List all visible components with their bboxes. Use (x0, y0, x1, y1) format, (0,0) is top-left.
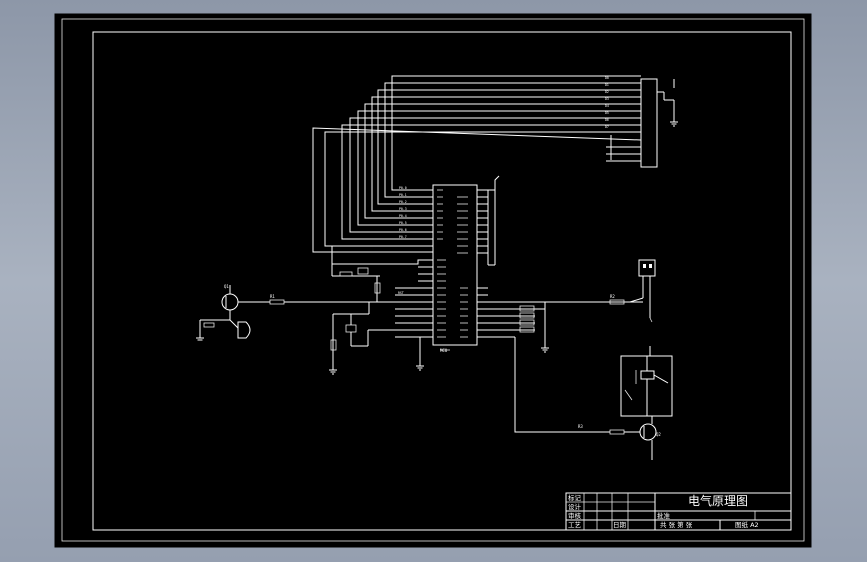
svg-text:Q1: Q1 (224, 284, 229, 289)
sheet-inner-border (92, 31, 792, 531)
resistor-network-right (519, 302, 549, 353)
svg-text:P0.4: P0.4 (399, 214, 407, 218)
svg-text:P0.1: P0.1 (399, 193, 407, 197)
svg-text:D2: D2 (605, 90, 609, 94)
relay-driver (514, 337, 673, 460)
mcu-chip (395, 175, 545, 371)
connector-pin-ticks (606, 75, 641, 162)
svg-text:D6: D6 (605, 118, 609, 122)
svg-text:P0.0: P0.0 (399, 186, 407, 190)
data-bus-top (312, 75, 642, 253)
svg-text:P0.5: P0.5 (399, 221, 407, 225)
tb-row-label-1: 标记 (568, 493, 582, 502)
svg-text:D5: D5 (605, 111, 609, 115)
title-block: 电气原理图 标记 设计 审核 工艺 批准 共 张 第 张 图纸 A2 日期 (565, 492, 792, 531)
buzzer-driver (196, 285, 395, 341)
svg-text:D3: D3 (605, 97, 609, 101)
sensor-connector (545, 259, 656, 323)
transistor-q2 (639, 423, 657, 441)
svg-text:R3: R3 (578, 424, 583, 429)
tb-scale-info: 图纸 A2 (735, 520, 759, 529)
tb-date-mark: 日期 (613, 521, 627, 529)
tb-sheet-info: 共 张 第 张 (660, 520, 693, 529)
svg-text:Q2: Q2 (656, 432, 661, 437)
svg-text:D7: D7 (605, 125, 609, 129)
svg-text:P0.6: P0.6 (399, 228, 407, 232)
sheet-outer-border (61, 18, 805, 542)
svg-text:RST: RST (398, 291, 404, 295)
svg-text:D0: D0 (605, 76, 609, 80)
svg-text:MCU: MCU (440, 348, 448, 353)
connector-body (640, 78, 658, 168)
drawing-title: 电气原理图 (688, 493, 748, 508)
tb-row-label-3: 审核 (568, 511, 582, 520)
top-connector (610, 78, 678, 168)
svg-text:R1: R1 (270, 294, 275, 299)
svg-text:R2: R2 (610, 294, 615, 299)
tb-material-mark: 批准 (657, 511, 671, 520)
svg-text:P0.7: P0.7 (399, 235, 407, 239)
buzzer-icon (237, 321, 251, 339)
svg-text:D1: D1 (605, 83, 609, 87)
tb-row-label-4: 工艺 (568, 521, 582, 529)
svg-text:P0.2: P0.2 (399, 200, 407, 204)
tb-row-label-2: 设计 (568, 502, 582, 511)
mcu-body (432, 184, 478, 346)
svg-text:P0.3: P0.3 (399, 207, 407, 211)
pin-labels: P0.0 P0.1 P0.2 P0.3 P0.4 P0.5 P0.6 P0.7 … (224, 76, 661, 437)
svg-text:D4: D4 (605, 104, 609, 108)
